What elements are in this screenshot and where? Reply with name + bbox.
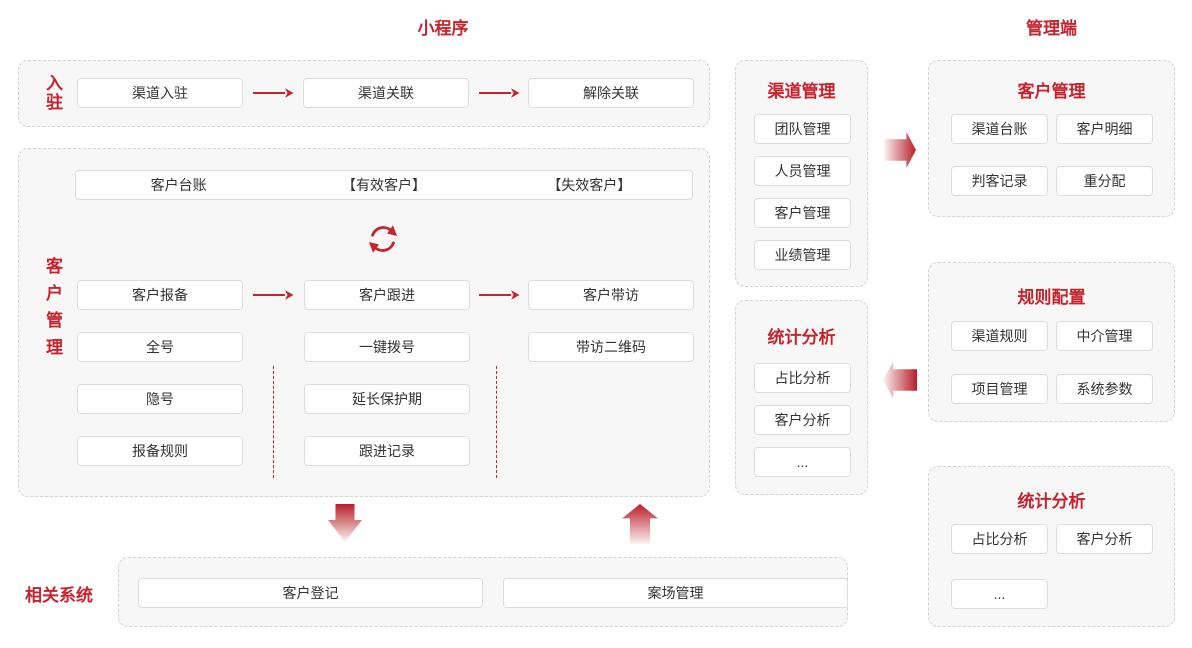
menu-box: 人员管理 bbox=[754, 156, 851, 186]
section-title: 统计分析 bbox=[1017, 492, 1086, 511]
column-divider-line bbox=[496, 366, 497, 478]
menu-box: 业绩管理 bbox=[754, 240, 851, 270]
feature-box: 延长保护期 bbox=[304, 384, 470, 414]
menu-box: 客户分析 bbox=[1056, 524, 1153, 554]
related-systems-label: 相关系统 bbox=[25, 586, 93, 605]
block-arrow-up-icon bbox=[622, 504, 658, 544]
section-title: 客户管理 bbox=[1017, 82, 1086, 101]
flow-arrow-icon bbox=[253, 290, 294, 300]
ledger-item: 客户台账 bbox=[150, 177, 207, 193]
menu-box: 渠道规则 bbox=[951, 321, 1048, 351]
related-system-box: 客户登记 bbox=[138, 578, 483, 608]
feature-box: 全号 bbox=[77, 332, 243, 362]
menu-box: 系统参数 bbox=[1056, 374, 1153, 404]
customer-mgmt-label: 客户管理 bbox=[43, 257, 62, 365]
menu-box: 客户分析 bbox=[754, 405, 851, 435]
menu-box: 占比分析 bbox=[754, 363, 851, 393]
menu-box: 占比分析 bbox=[951, 524, 1048, 554]
flow-step-box: 客户跟进 bbox=[304, 280, 470, 310]
column-divider-line bbox=[273, 366, 274, 478]
mini-program-title: 小程序 bbox=[417, 19, 469, 38]
ledger-item: 【有效客户】 bbox=[341, 177, 426, 193]
menu-box: ... bbox=[754, 447, 851, 477]
menu-box: ... bbox=[951, 579, 1048, 609]
rules-section: 规则配置 渠道规则 中介管理 项目管理 系统参数 bbox=[928, 262, 1175, 422]
admin-customer-section: 客户管理 渠道台账 客户明细 判客记录 重分配 bbox=[928, 60, 1175, 217]
menu-box: 渠道台账 bbox=[951, 114, 1048, 144]
related-systems-section: 客户登记 案场管理 bbox=[118, 557, 848, 627]
flow-step-box: 客户带访 bbox=[528, 280, 694, 310]
admin-title: 管理端 bbox=[1026, 19, 1077, 38]
section-title: 规则配置 bbox=[1017, 288, 1086, 307]
menu-box: 团队管理 bbox=[754, 114, 851, 144]
block-arrow-left-icon bbox=[883, 362, 917, 398]
flow-step-box: 解除关联 bbox=[528, 78, 694, 108]
flow-step-box: 客户报备 bbox=[77, 280, 243, 310]
stats-admin-section: 统计分析 占比分析 客户分析 ... bbox=[928, 466, 1175, 627]
block-arrow-right-icon bbox=[884, 132, 916, 168]
related-system-box: 案场管理 bbox=[503, 578, 848, 608]
flow-arrow-icon bbox=[479, 290, 520, 300]
flow-step-box: 渠道入驻 bbox=[77, 78, 243, 108]
ledger-item: 【失效客户】 bbox=[547, 177, 632, 193]
onboarding-label: 入驻 bbox=[43, 74, 62, 112]
flow-arrow-icon bbox=[479, 88, 520, 98]
menu-box: 重分配 bbox=[1056, 166, 1153, 196]
menu-box: 客户明细 bbox=[1056, 114, 1153, 144]
menu-box: 判客记录 bbox=[951, 166, 1048, 196]
section-title: 统计分析 bbox=[767, 328, 836, 347]
block-arrow-down-icon bbox=[328, 504, 362, 542]
customer-ledger-bar: 客户台账 【有效客户】 【失效客户】 bbox=[75, 170, 693, 200]
feature-box: 报备规则 bbox=[77, 436, 243, 466]
menu-box: 项目管理 bbox=[951, 374, 1048, 404]
menu-box: 客户管理 bbox=[754, 198, 851, 228]
feature-box: 带访二维码 bbox=[528, 332, 694, 362]
flow-arrow-icon bbox=[253, 88, 294, 98]
feature-box: 一键拨号 bbox=[304, 332, 470, 362]
stats-mini-section: 统计分析 占比分析 客户分析 ... bbox=[735, 300, 868, 495]
feature-box: 隐号 bbox=[77, 384, 243, 414]
section-title: 渠道管理 bbox=[767, 82, 836, 101]
feature-box: 跟进记录 bbox=[304, 436, 470, 466]
menu-box: 中介管理 bbox=[1056, 321, 1153, 351]
flow-step-box: 渠道关联 bbox=[303, 78, 469, 108]
channel-mgmt-section: 渠道管理 团队管理 人员管理 客户管理 业绩管理 bbox=[735, 60, 868, 287]
refresh-cycle-icon bbox=[368, 225, 398, 253]
